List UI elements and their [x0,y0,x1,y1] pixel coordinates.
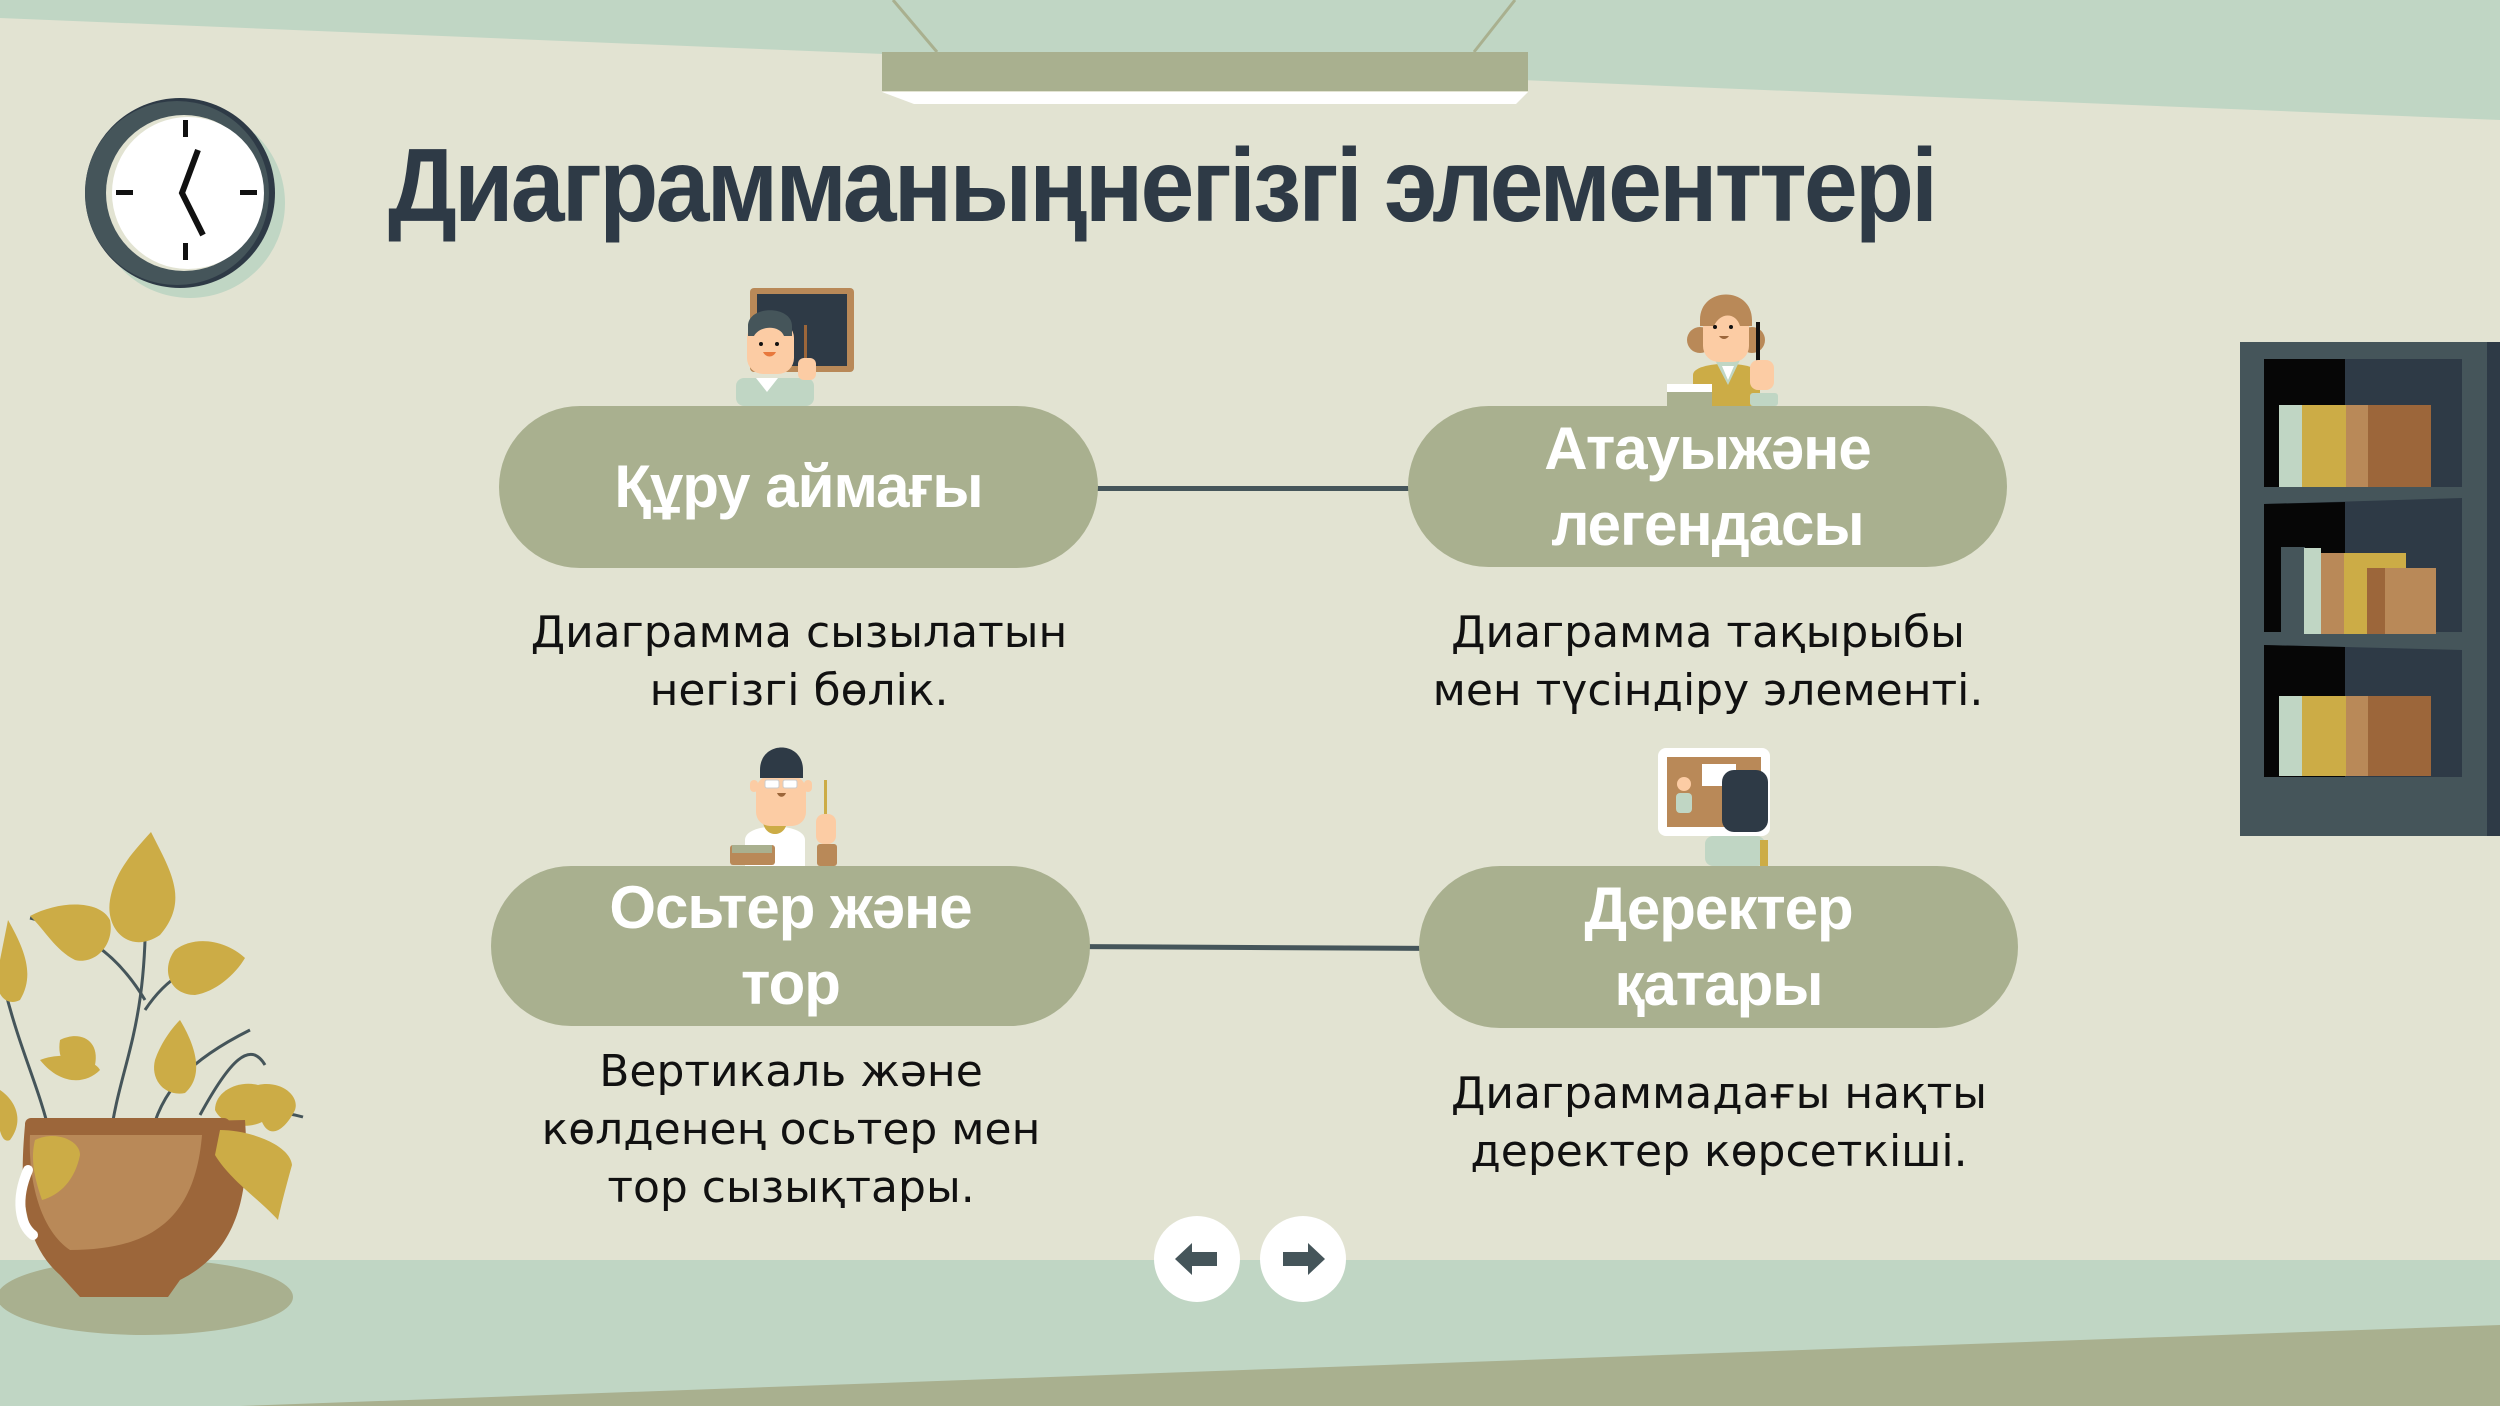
element-label: Осьтер және тор [609,874,972,1017]
element-label: Деректер қатары [1584,875,1853,1018]
element-description: Вертикаль және көлденең осьтер мен тор с… [541,1046,1041,1213]
element-pill-axes-grid[interactable]: Осьтер және тор [491,866,1090,1026]
element-pill-data-series[interactable]: Деректер қатары [1419,866,2018,1028]
potted-plant-icon [0,832,304,1335]
prev-slide-button[interactable] [1154,1216,1240,1302]
element-pill-title-legend[interactable]: Атауыжәне легендасы [1408,406,2007,567]
connector-line-top [1097,486,1412,491]
student-with-book-icon [730,747,837,866]
next-slide-button[interactable] [1260,1216,1346,1302]
teacher-with-pointer-icon [1667,294,1778,406]
page-title: Диаграмманыңнегізгі элементтері [388,128,1938,244]
bookshelf-icon [2240,342,2500,836]
element-pill-plot-area[interactable]: Құру аймағы [499,406,1098,568]
ceiling-lamp-icon [882,52,1528,104]
wall-clock-icon [85,98,285,298]
element-description: Диаграммадағы нақты деректер көрсеткіші. [1450,1068,1988,1177]
element-label: Құру аймағы [614,453,983,520]
element-description: Диаграмма тақырыбы мен түсіндіру элемент… [1432,607,1984,716]
floor-band [240,1325,2500,1406]
element-description: Диаграмма сызылатын негізгі бөлік. [530,607,1068,716]
presenter-at-board-icon [1658,748,1770,866]
arrow-left-icon [1175,1243,1217,1275]
teacher-at-blackboard-icon [736,288,854,406]
element-label: Атауыжәне легендасы [1544,414,1871,558]
arrow-right-icon [1283,1243,1325,1275]
